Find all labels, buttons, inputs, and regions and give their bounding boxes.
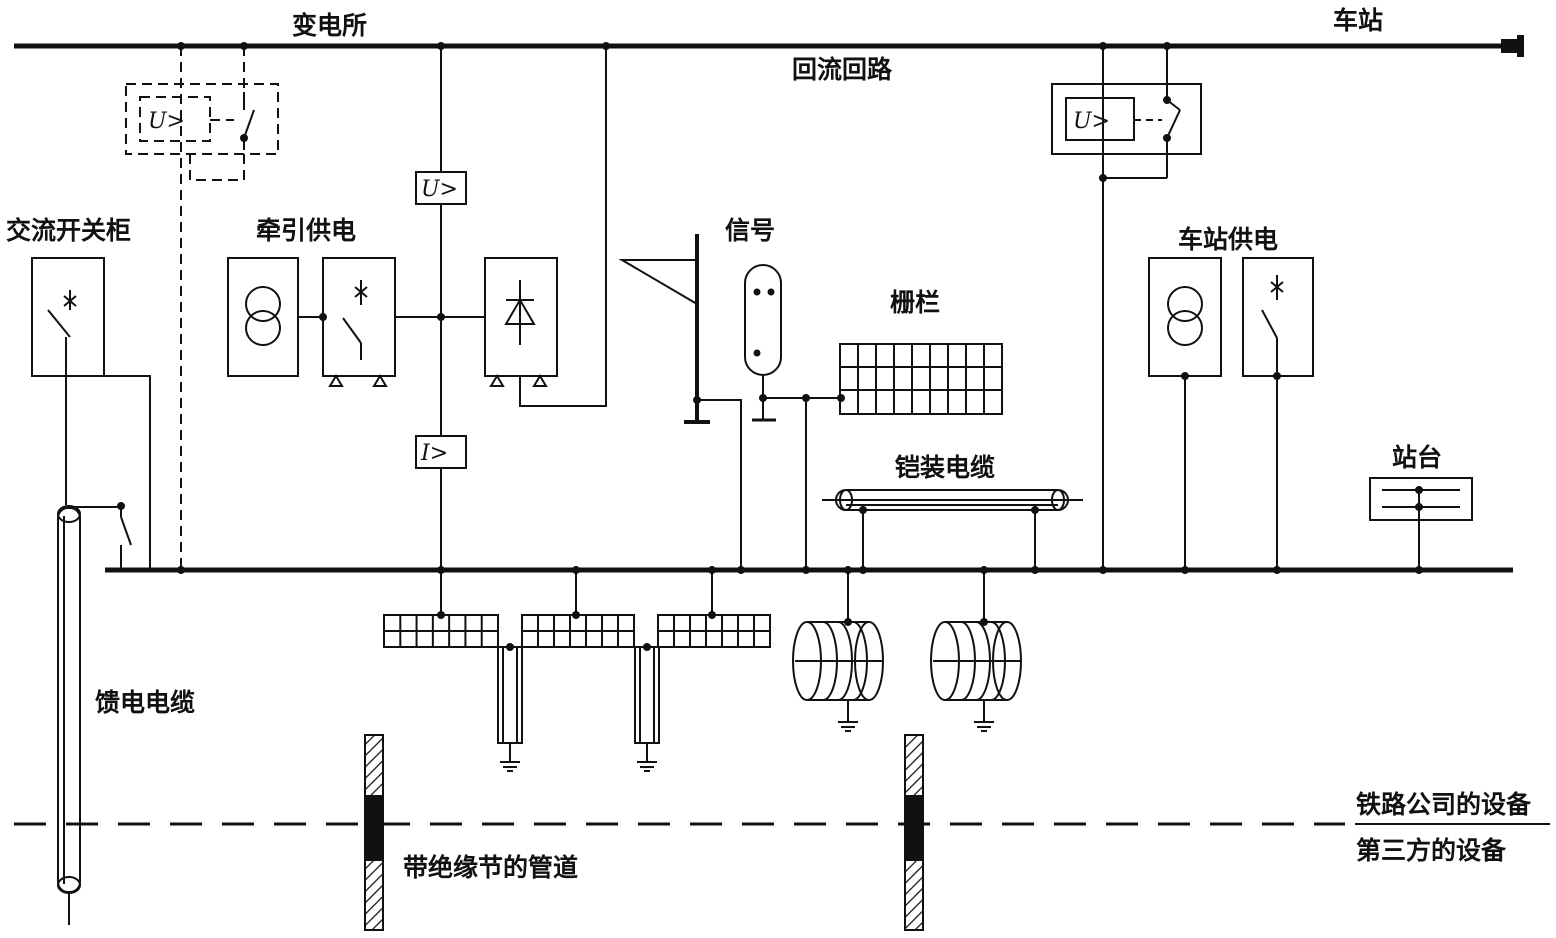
- bus-end-insulator-icon: [1501, 35, 1524, 57]
- label-armored-cable: 铠装电缆: [895, 453, 996, 482]
- label-railway-equipment: 铁路公司的设备: [1356, 790, 1532, 819]
- label-third-party-equipment: 第三方的设备: [1356, 836, 1507, 865]
- armored-cable: [822, 489, 1083, 574]
- ac-switchgear: [31, 257, 151, 570]
- station-transformer: [1148, 257, 1222, 574]
- traction-breaker: [322, 257, 441, 387]
- station-overvoltage-protection: [1051, 42, 1202, 574]
- platform: [1369, 477, 1473, 574]
- earth-drum-2: [930, 566, 1022, 732]
- traction-transformer: [227, 257, 327, 377]
- insulated-pipe-1: [364, 734, 384, 931]
- label-signal: 信号: [725, 216, 776, 245]
- insulated-pipe-2: [904, 734, 924, 931]
- label-traction-supply: 牵引供电: [256, 216, 357, 245]
- label-feeder-cable: 馈电电缆: [95, 688, 196, 717]
- label-insulated-pipe: 带绝缘节的管道: [403, 853, 579, 882]
- relay-oc-traction: I>: [420, 441, 448, 466]
- label-station: 车站: [1333, 6, 1384, 35]
- relay-ov-substation: U>: [148, 109, 185, 134]
- station-breaker: [1242, 257, 1314, 574]
- substation-ov-switch: [177, 42, 255, 574]
- label-ac-switchgear: 交流开关柜: [6, 216, 132, 245]
- label-substation: 变电所: [292, 11, 368, 40]
- rectifier: [441, 42, 610, 407]
- relay-ov-traction: U>: [421, 177, 458, 202]
- fence: [839, 343, 1003, 415]
- label-return-circuit: 回流回路: [792, 55, 893, 84]
- signal-mast: [618, 234, 745, 574]
- earth-grid-group: [383, 566, 771, 772]
- signal-box: [744, 264, 845, 574]
- substation-overvoltage-protection: [125, 46, 279, 570]
- relay-ov-station: U>: [1073, 109, 1110, 134]
- earth-drum-1: [792, 566, 884, 732]
- label-platform: 站台: [1392, 443, 1443, 472]
- label-fence: 栅栏: [890, 288, 941, 317]
- feeder-cable: [57, 502, 132, 925]
- traction-feeder-vertical: [415, 42, 467, 619]
- label-station-supply: 车站供电: [1178, 225, 1279, 254]
